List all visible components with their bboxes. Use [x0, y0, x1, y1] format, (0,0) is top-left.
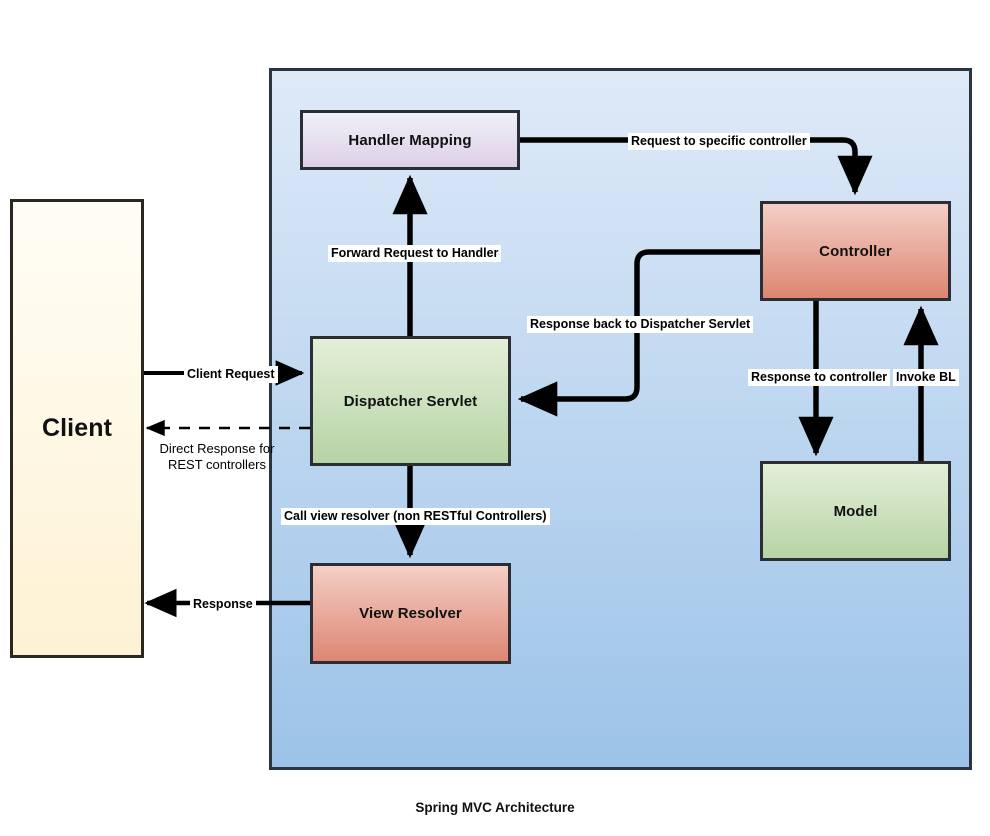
- node-model[interactable]: Model: [760, 461, 951, 561]
- node-view-resolver[interactable]: View Resolver: [310, 563, 511, 664]
- node-handler-mapping-label: Handler Mapping: [348, 131, 472, 149]
- edge-label-call-view-resolver: Call view resolver (non RESTful Controll…: [281, 508, 550, 525]
- node-dispatcher-servlet-label: Dispatcher Servlet: [343, 392, 478, 410]
- node-controller-label: Controller: [819, 242, 892, 260]
- edge-label-response-to-controller: Response to controller: [748, 369, 891, 386]
- node-dispatcher-servlet[interactable]: Dispatcher Servlet: [310, 336, 511, 466]
- edge-label-direct-response-line1: Direct Response for: [159, 441, 275, 456]
- node-handler-mapping[interactable]: Handler Mapping: [300, 110, 520, 170]
- node-client-label: Client: [41, 414, 113, 442]
- edge-request-specific-controller: [520, 137, 873, 196]
- edge-label-direct-response: Direct Response for REST controllers: [152, 441, 282, 474]
- node-controller[interactable]: Controller: [760, 201, 951, 301]
- diagram-caption: Spring MVC Architecture: [415, 800, 575, 815]
- edge-label-response-back-dispatcher: Response back to Dispatcher Servlet: [527, 316, 754, 333]
- edge-label-invoke-bl: Invoke BL: [893, 369, 959, 386]
- edge-label-response: Response: [190, 596, 256, 613]
- node-view-resolver-label: View Resolver: [359, 605, 462, 622]
- edge-label-forward-request: Forward Request to Handler: [328, 245, 502, 262]
- edge-label-direct-response-line2: REST controllers: [167, 457, 266, 473]
- edge-label-request-specific-controller: Request to specific controller: [628, 133, 810, 150]
- node-model-label: Model: [833, 502, 878, 520]
- node-client[interactable]: Client: [10, 199, 144, 658]
- edge-label-client-request: Client Request: [184, 366, 278, 383]
